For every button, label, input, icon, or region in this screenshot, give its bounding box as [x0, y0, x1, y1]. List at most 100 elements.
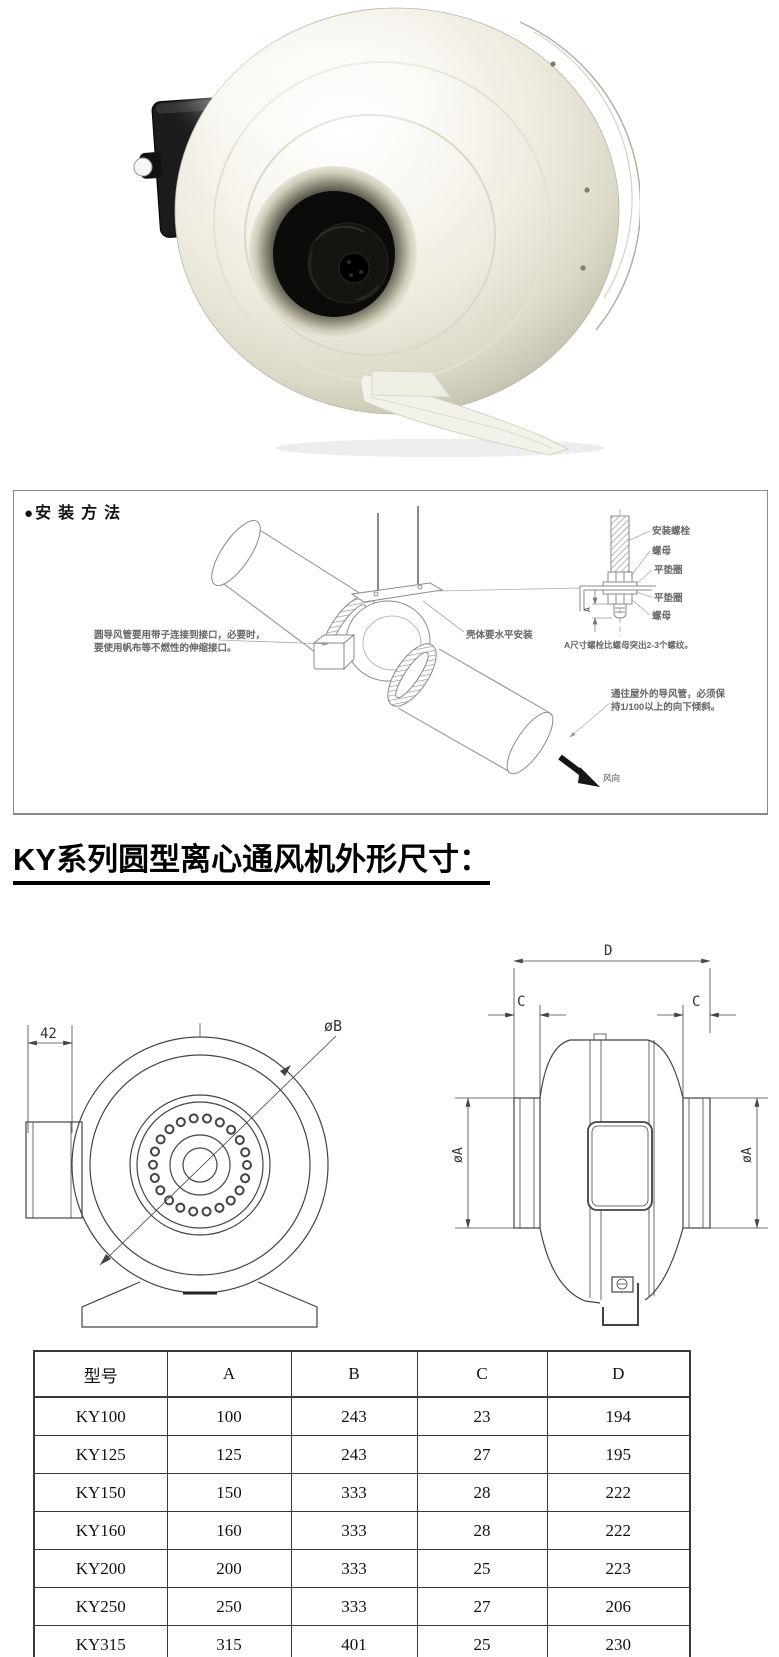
- table-cell: KY200: [33, 1549, 168, 1588]
- table-cell: 195: [546, 1435, 691, 1474]
- fan-unit-drawing: [312, 506, 444, 707]
- dim-d-label: D: [604, 943, 612, 959]
- dim-c-right-label: C: [692, 994, 700, 1010]
- dim-a-protrusion: A: [583, 590, 612, 632]
- table-cell: 194: [546, 1396, 691, 1436]
- table-cell: 243: [290, 1396, 418, 1436]
- wind-direction-arrow: [558, 754, 600, 787]
- column-header: D: [546, 1350, 691, 1398]
- installation-title-text: 安装方法: [35, 505, 128, 522]
- table-cell: 25: [416, 1625, 548, 1657]
- side-junction-box: [587, 1121, 653, 1211]
- callout-washer-bottom: 平垫圈: [654, 592, 683, 604]
- mounting-plate-drawing: [350, 506, 444, 603]
- dim-c-right: C: [657, 994, 736, 1098]
- table-cell: KY150: [33, 1473, 168, 1512]
- inlet-duct-drawing: [211, 520, 370, 662]
- callout-nut-top: 螺母: [652, 545, 672, 557]
- table-cell: 100: [166, 1396, 292, 1436]
- table-cell: 160: [166, 1511, 292, 1550]
- column-header: C: [416, 1350, 548, 1398]
- table-cell: 222: [546, 1473, 691, 1512]
- table-cell: 250: [166, 1587, 292, 1626]
- housing-screws: [550, 61, 590, 271]
- outdoor-slope-note-line1: 通往屋外的导风管，必须保: [611, 688, 726, 700]
- dim-a-label: A: [583, 607, 592, 612]
- table-cell: KY315: [33, 1625, 168, 1657]
- table-cell: 333: [290, 1511, 418, 1550]
- table-cell: 230: [546, 1625, 691, 1657]
- table-cell: 401: [290, 1625, 418, 1657]
- table-cell: 125: [166, 1435, 292, 1474]
- dim-c-left-label: C: [517, 994, 525, 1010]
- dim-a-right: øA: [710, 1097, 768, 1229]
- inlet-opening: [249, 166, 417, 338]
- dim-b-label: øB: [324, 1017, 342, 1035]
- dimensions-heading: KY系列圆型离心通风机外形尺寸：: [13, 842, 491, 885]
- product-photo: [133, 7, 640, 457]
- wind-direction-label: 风向: [603, 773, 620, 783]
- side-body: [513, 1033, 711, 1304]
- table-cell: 243: [290, 1435, 418, 1474]
- column-header: 型号: [33, 1350, 168, 1398]
- outdoor-slope-note-line2: 持1/100以上的向下倾斜。: [611, 701, 720, 713]
- fan-body-sphere: [174, 7, 640, 415]
- table-cell: KY160: [33, 1511, 168, 1550]
- table-cell: 27: [416, 1435, 548, 1474]
- table-cell: 23: [416, 1396, 548, 1436]
- installation-diagram: 风向 圆导风管要用带子连接到接口，必要时， 要使用帆布等不燃性的伸缩接口。 壳体…: [94, 506, 726, 787]
- motor-knob: [133, 157, 153, 177]
- table-cell: 200: [166, 1549, 292, 1588]
- dim-a-left: øA: [451, 1097, 514, 1229]
- side-view-drawing: D C C: [451, 943, 768, 1326]
- bolt-protrusion-note: A尺寸螺栓比螺母突出2-3个螺纹。: [564, 640, 693, 650]
- callout-washer-top: 平垫圈: [654, 564, 683, 576]
- front-base: [81, 1281, 318, 1328]
- front-view-drawing: øB 42: [25, 1017, 342, 1328]
- bolt-detail-drawing: A: [579, 509, 656, 636]
- installation-title: ●安装方法: [24, 499, 127, 523]
- dim-42-label: 42: [40, 1026, 57, 1042]
- table-cell: 222: [546, 1511, 691, 1550]
- dim-a-right-label: øA: [740, 1147, 755, 1163]
- table-cell: 315: [166, 1625, 292, 1657]
- dim-d: D: [513, 943, 711, 1098]
- table-cell: 150: [166, 1473, 292, 1512]
- impeller-hub: [338, 252, 370, 284]
- duct-connection-note-line1: 圆导风管要用带子连接到接口，必要时，: [94, 629, 265, 641]
- dim-a-left-label: øA: [451, 1147, 466, 1163]
- dimension-drawings: øB 42: [25, 943, 768, 1328]
- table-cell: 223: [546, 1549, 691, 1588]
- dim-c-left: C: [488, 994, 566, 1098]
- table-cell: KY250: [33, 1587, 168, 1626]
- table-cell: 28: [416, 1473, 548, 1512]
- side-bracket-hook: [602, 1276, 639, 1326]
- callout-anchor-bolt: 安装螺栓: [652, 525, 691, 537]
- table-cell: KY100: [33, 1396, 168, 1436]
- table-cell: KY125: [33, 1435, 168, 1474]
- column-header: B: [290, 1350, 418, 1398]
- table-cell: 333: [290, 1549, 418, 1588]
- callout-nut-bottom: 螺母: [652, 610, 672, 622]
- junction-box-drawing: [312, 633, 356, 671]
- table-cell: 206: [546, 1587, 691, 1626]
- table-cell: 333: [290, 1473, 418, 1512]
- front-inlet-duct: [25, 1121, 83, 1219]
- table-cell: 27: [416, 1587, 548, 1626]
- bullet-icon: ●: [24, 505, 34, 522]
- outlet-duct-drawing: [397, 648, 554, 775]
- table-cell: 25: [416, 1549, 548, 1588]
- level-install-note: 壳体要水平安装: [465, 629, 533, 641]
